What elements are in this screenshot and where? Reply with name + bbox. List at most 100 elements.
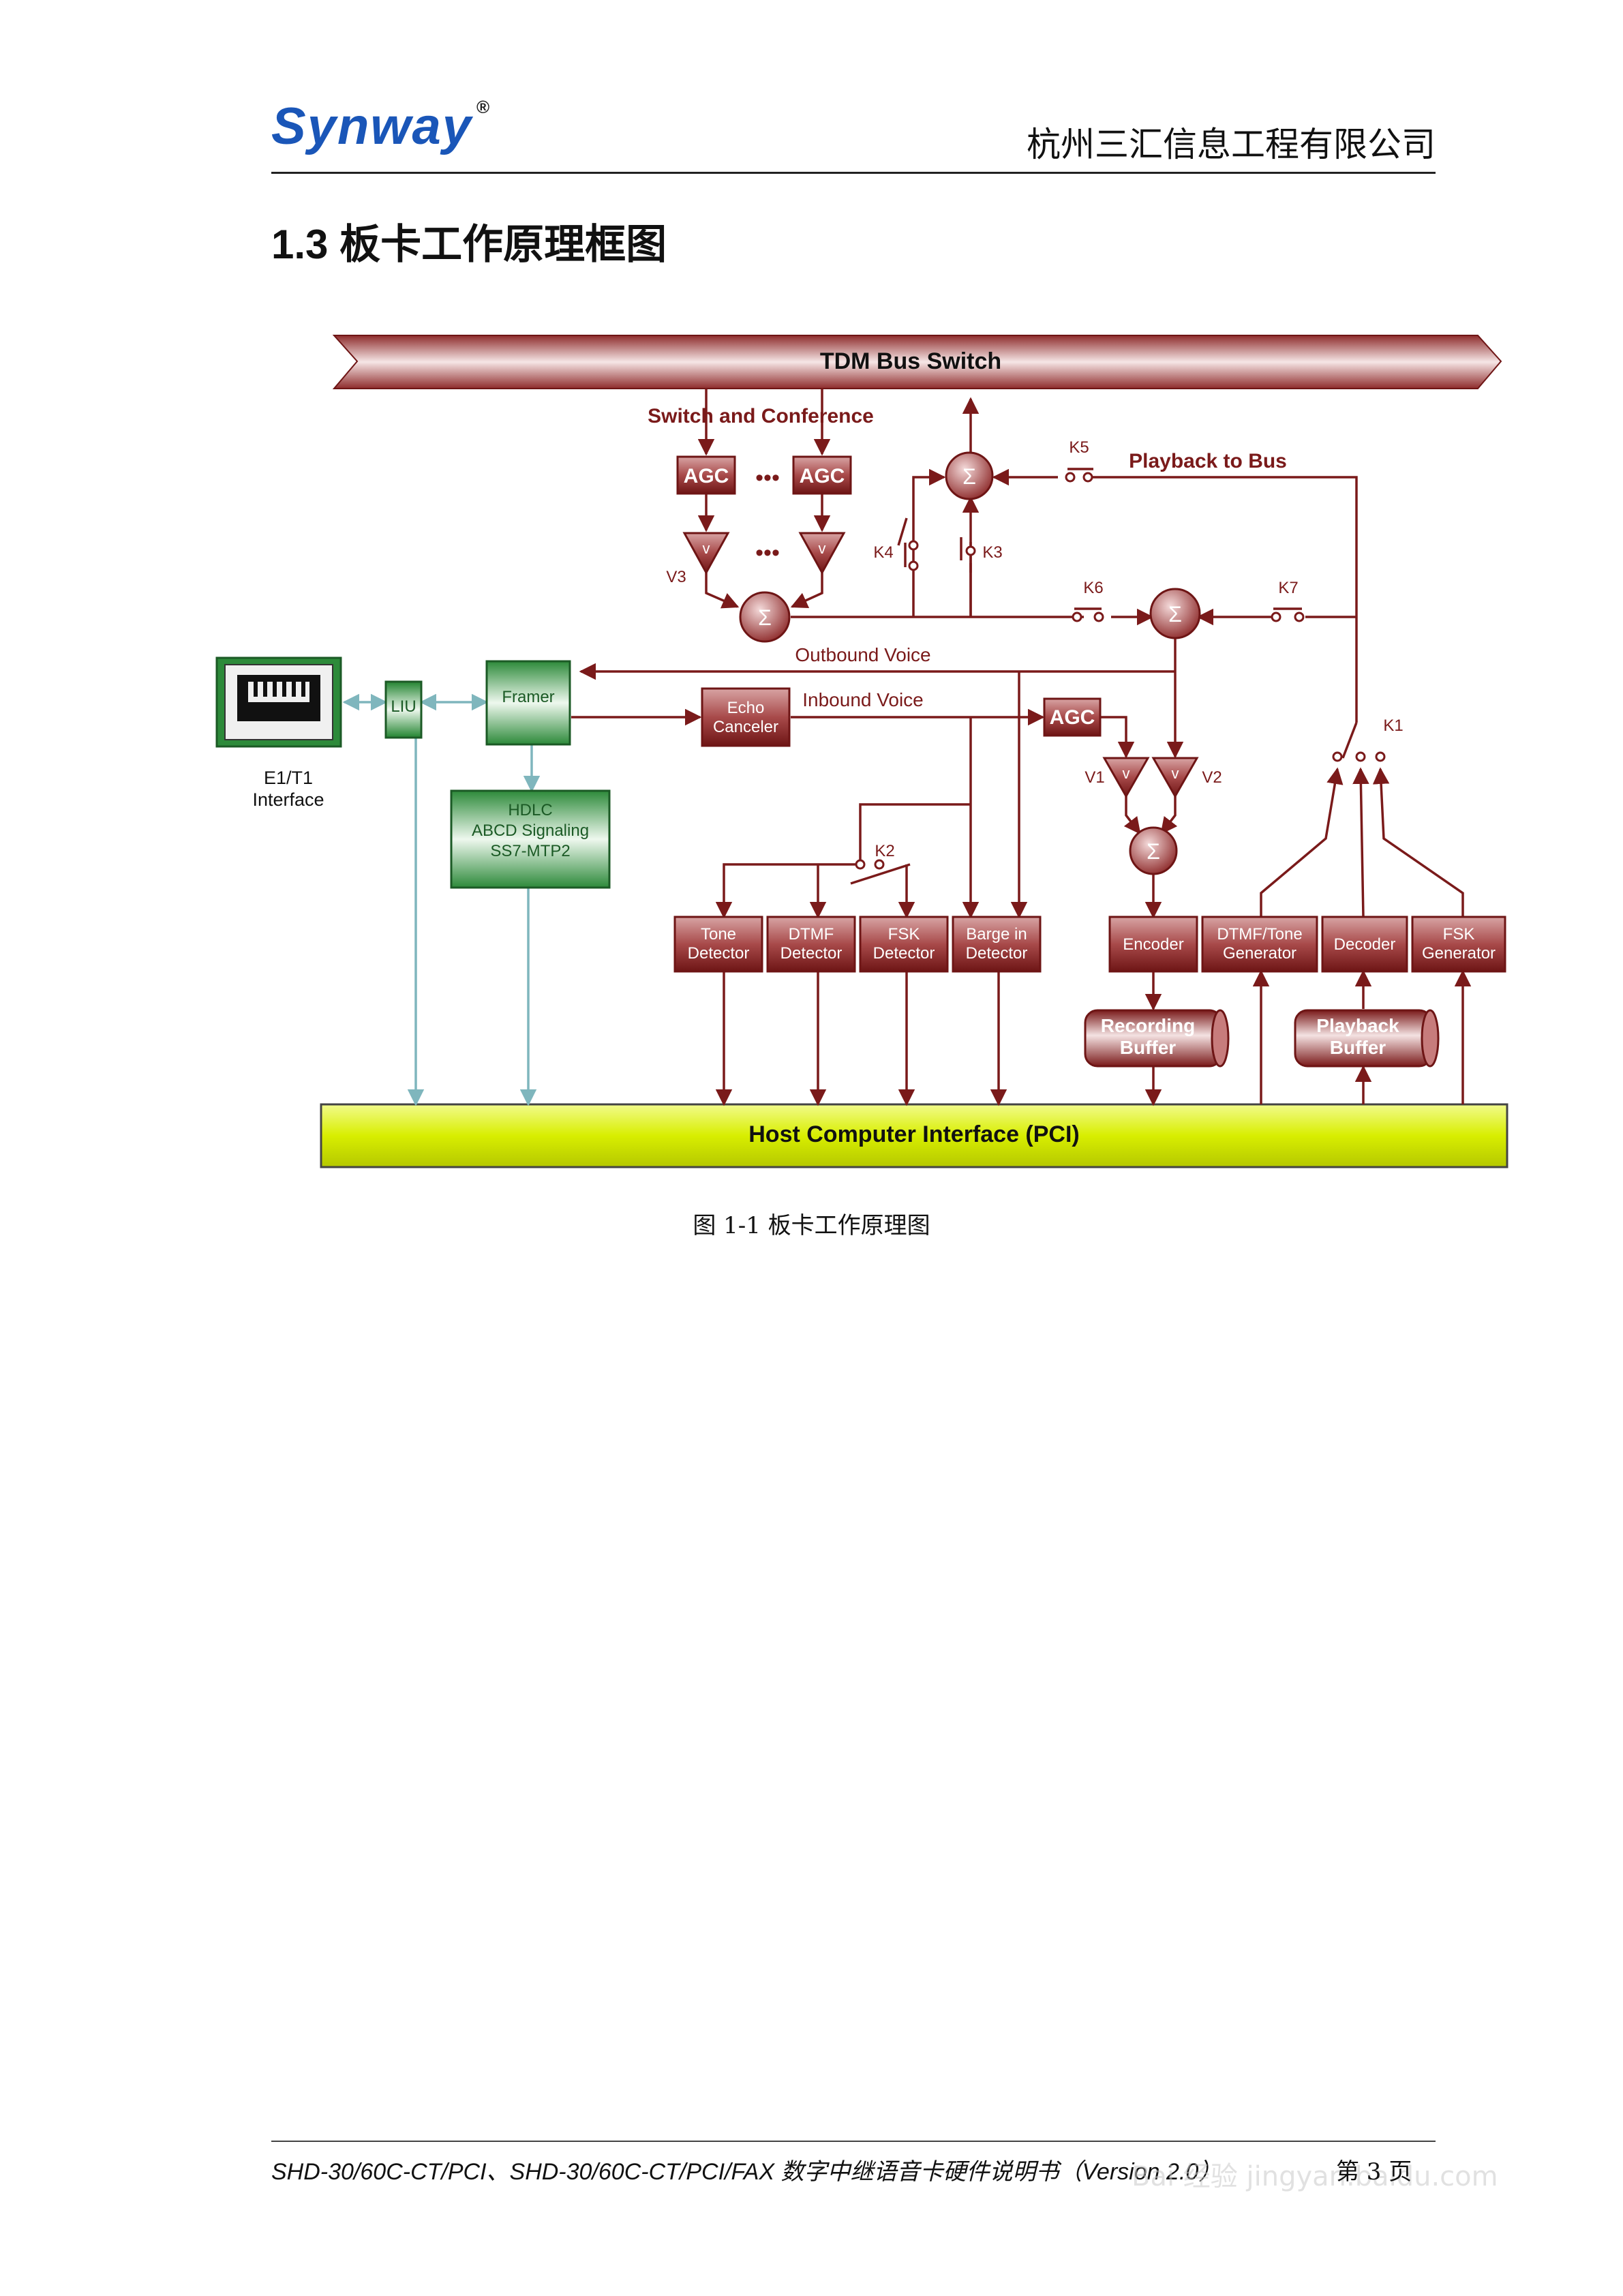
tone-label-1: Tone — [701, 925, 736, 943]
barge-label-1: Barge in — [966, 925, 1027, 943]
dtmf-generator-block: DTMF/Tone Generator — [1201, 916, 1318, 973]
fsk-gen-label-2: Generator — [1422, 944, 1496, 963]
footer-document-title: SHD-30/60C-CT/PCI、SHD-30/60C-CT/PCI/FAX … — [271, 2159, 1222, 2185]
sigma-symbol: Σ — [1168, 602, 1182, 626]
tone-detector-block: Tone Detector — [673, 916, 763, 973]
fsk-det-label-2: Detector — [873, 944, 935, 963]
amp-symbol: v — [1123, 765, 1130, 782]
liu-block: LIU — [384, 680, 423, 739]
liu-label: LIU — [391, 697, 416, 716]
sigma-symbol: Σ — [962, 464, 976, 489]
e1t1-label-2: Interface — [252, 789, 324, 810]
echo-label-1: Echo — [727, 699, 765, 717]
switch-levers — [904, 468, 1302, 610]
amplifier-v3: v — [682, 532, 730, 575]
encoder-label: Encoder — [1123, 935, 1183, 954]
logo-registered-mark: ® — [476, 97, 491, 117]
fsk-det-label-1: FSK — [888, 925, 920, 943]
echo-canceler-block: Echo Canceler — [701, 687, 791, 747]
switch-conference-label: Switch and Conference — [648, 405, 874, 427]
amp-symbol: v — [1172, 765, 1179, 782]
e1t1-label-1: E1/T1 — [264, 768, 313, 788]
encoder-block: Encoder — [1108, 916, 1198, 973]
agc-block: AGC — [792, 455, 852, 495]
hdlc-block: HDLC ABCD Signaling SS7-MTP2 — [450, 789, 611, 889]
v3-label: V3 — [666, 568, 686, 586]
k5-label: K5 — [1069, 438, 1089, 457]
dtmf-detector-block: DTMF Detector — [766, 916, 856, 973]
framer-block: Framer — [485, 660, 571, 746]
barge-label-2: Detector — [966, 944, 1028, 963]
k6-label: K6 — [1083, 579, 1103, 597]
baidu-watermark: Bai 经验 jingyan.baidu.com — [1132, 2161, 1498, 2192]
agc-block: AGC — [1043, 697, 1102, 737]
hdlc-label-2: ABCD Signaling — [472, 821, 589, 840]
v1-label: V1 — [1084, 768, 1104, 787]
k7-label: K7 — [1278, 579, 1298, 597]
hdlc-label-1: HDLC — [508, 801, 552, 819]
framer-label: Framer — [502, 688, 554, 706]
summing-node: Σ — [1149, 588, 1201, 639]
dtmf-det-label-1: DTMF — [789, 925, 834, 943]
dtmf-gen-label-1: DTMF/Tone — [1217, 925, 1302, 943]
figure-caption: 图 1-1 板卡工作原理图 — [693, 1212, 930, 1239]
switch-contacts — [855, 472, 1386, 870]
k2-label: K2 — [875, 842, 894, 860]
summing-node: Σ — [739, 591, 791, 643]
playback-buffer: Playback Buffer — [1294, 1009, 1440, 1068]
amplifier-v2: v — [1151, 757, 1199, 799]
agc-label: AGC — [1050, 706, 1095, 729]
tdm-bus: TDM Bus Switch — [332, 335, 1502, 389]
decoder-block: Decoder — [1321, 916, 1408, 973]
decoder-label: Decoder — [1334, 935, 1396, 954]
tone-label-2: Detector — [688, 944, 750, 963]
outbound-voice-label: Outbound Voice — [795, 644, 930, 665]
k4-label: K4 — [873, 543, 893, 562]
k3-label: K3 — [982, 543, 1002, 562]
rec-buf-label-2: Buffer — [1120, 1037, 1177, 1058]
agc-dots: ••• — [755, 465, 780, 491]
fsk-detector-block: FSK Detector — [859, 916, 949, 973]
barge-in-detector-block: Barge in Detector — [952, 916, 1042, 973]
summing-node: Σ — [1129, 826, 1178, 875]
k1-label: K1 — [1383, 716, 1403, 735]
sigma-symbol: Σ — [758, 605, 772, 630]
amplifier-v1: v — [1102, 757, 1150, 799]
amp-symbol: v — [819, 540, 826, 557]
recording-buffer: Recording Buffer — [1084, 1009, 1230, 1068]
e1t1-connector-icon — [215, 656, 342, 748]
agc-block: AGC — [676, 455, 736, 495]
amp-dots: ••• — [755, 540, 780, 566]
logo-text: Synway — [271, 97, 473, 155]
play-buf-label-1: Playback — [1316, 1015, 1399, 1036]
signal-lines — [571, 389, 1472, 1106]
synway-logo: Synway® — [271, 97, 491, 156]
dtmf-gen-label-2: Generator — [1223, 944, 1296, 963]
sigma-symbol: Σ — [1147, 839, 1160, 864]
agc-label: AGC — [800, 465, 845, 487]
inbound-voice-label: Inbound Voice — [802, 689, 924, 710]
company-name: 杭州三汇信息工程有限公司 — [1027, 125, 1436, 164]
hdlc-label-3: SS7-MTP2 — [490, 842, 570, 860]
fsk-gen-label-1: FSK — [1443, 925, 1475, 943]
fsk-generator-block: FSK Generator — [1411, 916, 1506, 973]
summing-node: Σ — [945, 451, 994, 500]
footer-page-number: 第 3 页 — [1336, 2158, 1412, 2186]
amp-symbol: v — [703, 540, 710, 557]
echo-label-2: Canceler — [713, 718, 778, 736]
amplifier: v — [798, 532, 846, 575]
playback-to-bus-label: Playback to Bus — [1129, 450, 1287, 472]
pci-label: Host Computer Interface (PCI) — [748, 1121, 1080, 1147]
agc-label: AGC — [684, 465, 729, 487]
line-interface-lines — [342, 693, 541, 1106]
v2-label: V2 — [1202, 768, 1222, 787]
header-rule — [271, 172, 1436, 174]
section-title: 1.3 板卡工作原理框图 — [271, 222, 667, 267]
play-buf-label-2: Buffer — [1330, 1037, 1386, 1058]
pci-bus: Host Computer Interface (PCI) — [320, 1103, 1508, 1168]
rec-buf-label-1: Recording — [1101, 1015, 1195, 1036]
dtmf-det-label-2: Detector — [780, 944, 843, 963]
footer-rule — [271, 2141, 1436, 2142]
tdm-bus-label: TDM Bus Switch — [820, 348, 1001, 374]
